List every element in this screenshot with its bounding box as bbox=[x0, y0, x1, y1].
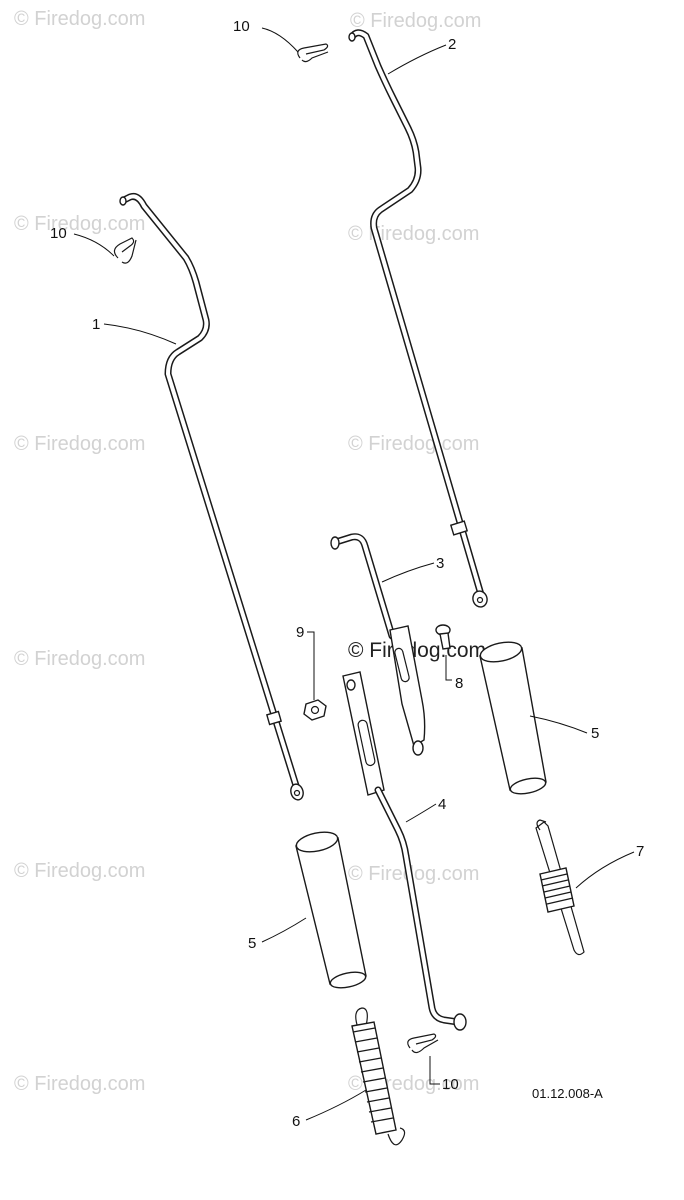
spring-part-7 bbox=[535, 819, 585, 956]
sleeve-part-5-upper bbox=[479, 641, 547, 795]
callout-6: 6 bbox=[292, 1113, 300, 1130]
drawing-code: 01.12.008-A bbox=[532, 1086, 603, 1101]
watermark: © Firedog.com bbox=[348, 863, 479, 885]
callout-5-upper: 5 bbox=[591, 725, 599, 742]
spring-part-6 bbox=[351, 1007, 406, 1146]
leader-lines bbox=[73, 27, 635, 1121]
watermark-center-group: © Firedog.com bbox=[348, 639, 486, 662]
watermark-center: © Firedog.com bbox=[348, 639, 486, 662]
callout-10-left: 10 bbox=[50, 225, 67, 242]
clip-part-10-left bbox=[113, 237, 137, 264]
callout-4: 4 bbox=[438, 796, 446, 813]
callout-2: 2 bbox=[448, 36, 456, 53]
watermark: © Firedog.com bbox=[348, 223, 479, 245]
callout-10-top: 10 bbox=[233, 18, 250, 35]
watermark: © Firedog.com bbox=[350, 10, 481, 32]
callout-5-lower: 5 bbox=[248, 935, 256, 952]
watermark: © Firedog.com bbox=[14, 213, 145, 235]
sleeve-part-5-lower bbox=[295, 831, 367, 989]
watermark: © Firedog.com bbox=[348, 433, 479, 455]
rod-part-2 bbox=[348, 29, 488, 608]
callout-1: 1 bbox=[92, 316, 100, 333]
watermark: © Firedog.com bbox=[14, 1073, 145, 1095]
watermark: © Firedog.com bbox=[14, 648, 145, 670]
rod-part-1 bbox=[119, 192, 304, 801]
callout-8: 8 bbox=[455, 675, 463, 692]
callout-10-bottom: 10 bbox=[442, 1076, 459, 1093]
clip-part-10-bottom bbox=[407, 1033, 439, 1054]
rod-part-3 bbox=[330, 533, 426, 756]
clip-part-10-top bbox=[297, 43, 329, 63]
rod-part-4 bbox=[342, 671, 467, 1031]
nut-part-9 bbox=[303, 699, 327, 721]
watermark: © Firedog.com bbox=[14, 8, 145, 30]
callouts: 10 2 10 1 3 9 8 5 4 7 5 10 6 bbox=[50, 18, 644, 1130]
callout-3: 3 bbox=[436, 555, 444, 572]
callout-7: 7 bbox=[636, 843, 644, 860]
watermark-group: © Firedog.com © Firedog.com © Firedog.co… bbox=[14, 8, 481, 1095]
bolt-part-8 bbox=[435, 624, 451, 650]
watermark: © Firedog.com bbox=[14, 860, 145, 882]
callout-9: 9 bbox=[296, 624, 304, 641]
watermark: © Firedog.com bbox=[14, 433, 145, 455]
